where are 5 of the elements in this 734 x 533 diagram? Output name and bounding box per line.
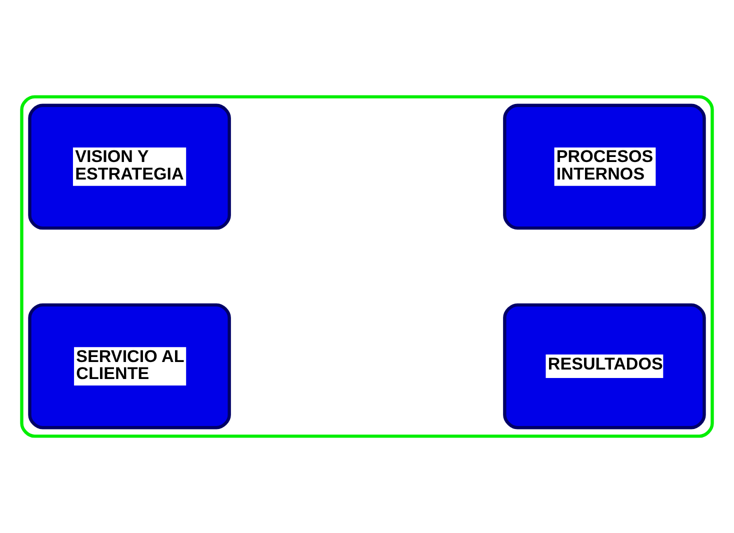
- cluster: [20, 95, 714, 438]
- node-box: VISION Y ESTRATEGIA: [28, 104, 231, 230]
- node-box: SERVICIO AL CLIENTE: [28, 303, 231, 430]
- node-box: PROCESOS INTERNOS: [503, 104, 706, 230]
- node-box: RESULTADOS: [503, 303, 706, 430]
